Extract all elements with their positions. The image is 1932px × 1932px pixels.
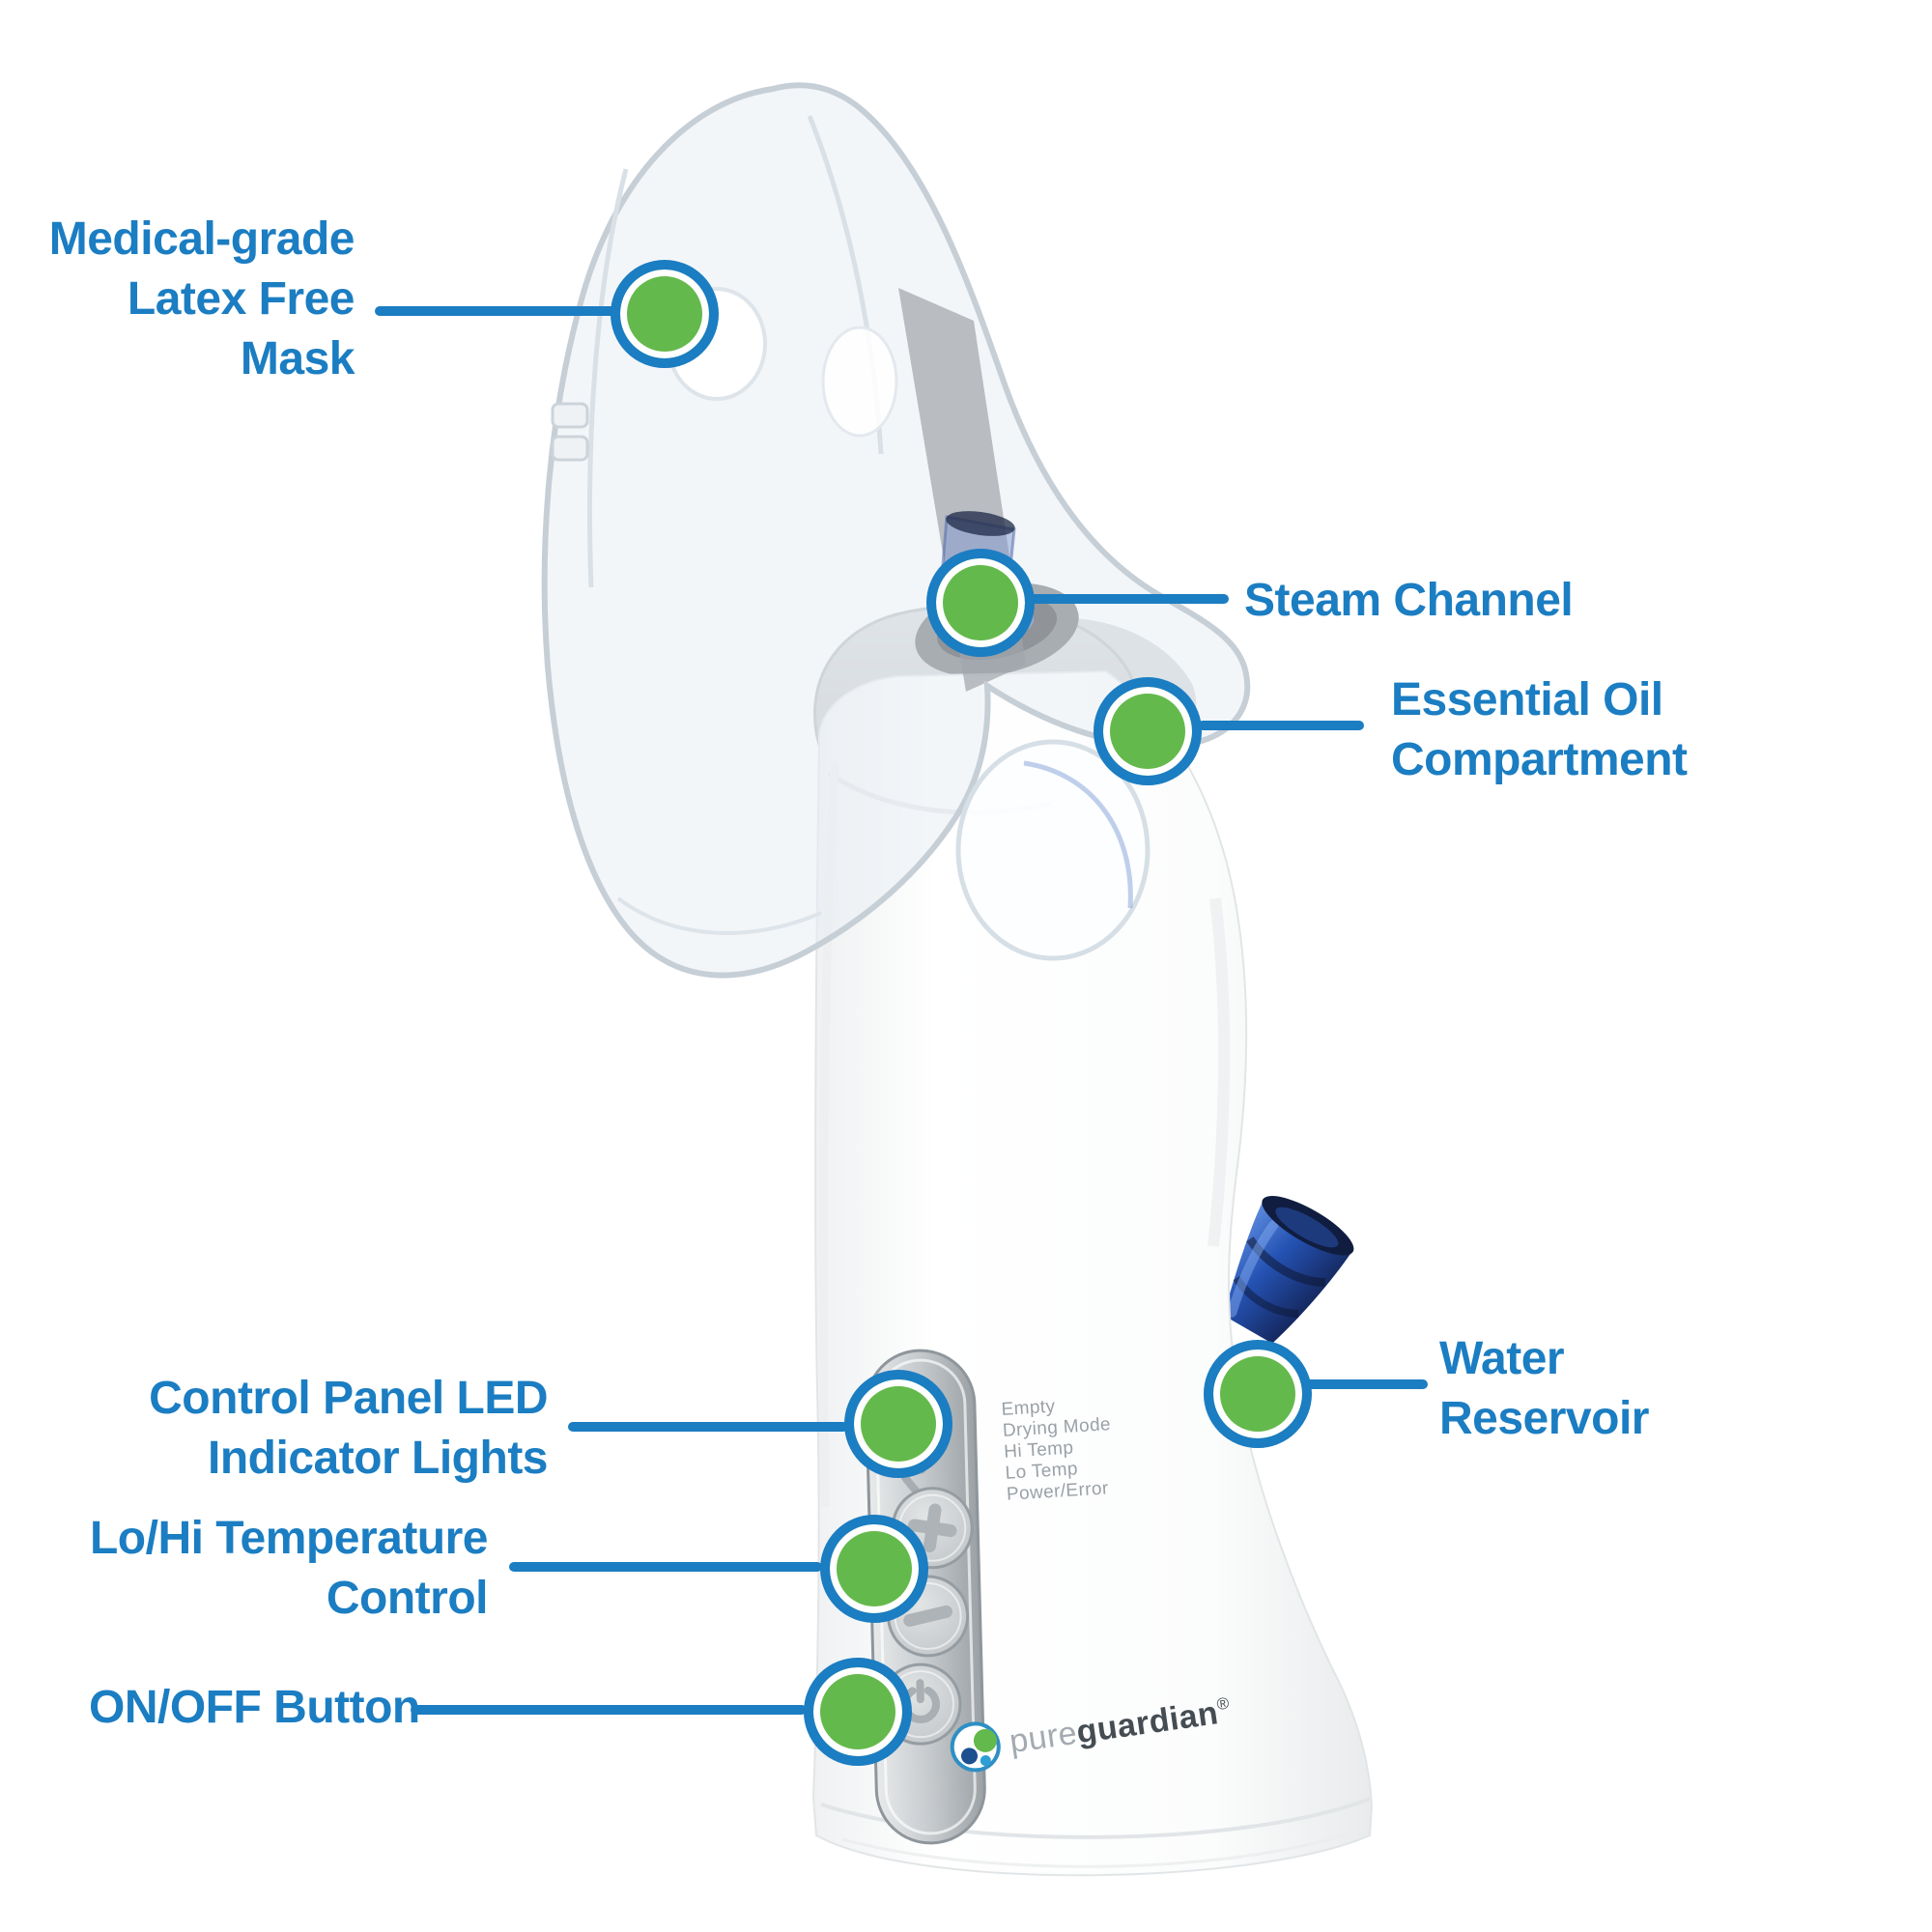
callout-line-control-leds [568,1422,848,1432]
mask-rim-line [587,168,629,588]
plus-icon [907,1503,957,1553]
callout-marker-steam-channel [926,549,1035,657]
minus-icon [903,1605,952,1627]
mask-vent-hole [821,326,898,438]
callout-marker-on-off [804,1658,912,1766]
mask-strap-slot [551,435,589,462]
callout-line-temp-control [509,1562,822,1572]
callout-label-mask: Medical-grade Latex Free Mask [48,213,355,384]
water-reservoir-spout [1223,1196,1354,1344]
callout-line-mask [375,306,621,316]
mask-chin-cup-rim [1023,760,1133,909]
mask-chin-cup [955,739,1151,961]
callout-label-essential-oil: Essential Oil Compartment [1391,674,1688,785]
mask-bottom-line [616,896,822,935]
callout-marker-control-leds [844,1370,952,1478]
logo-dot-green [972,1727,999,1754]
callout-marker-mask [611,260,719,368]
logo-dot-navy [959,1747,980,1766]
callout-marker-essential-oil [1094,677,1202,785]
callout-line-essential-oil [1198,721,1364,730]
callout-label-control-leds: Control Panel LED Indicator Lights [149,1373,548,1484]
callout-line-on-off [411,1705,807,1715]
spout-highlight [1227,1220,1279,1318]
callout-line-water-reservoir [1304,1379,1428,1389]
mask-strap-slot [551,402,589,429]
callout-line-steam-channel [1030,594,1229,604]
callout-label-water-reservoir: Water Reservoir [1439,1333,1649,1444]
callout-label-steam-channel: Steam Channel [1244,575,1574,626]
callout-label-temp-control: Lo/Hi Temperature Control [89,1513,489,1624]
callout-marker-temp-control [820,1515,928,1623]
base-seam-lower [841,1832,1351,1868]
logo-dot-cyan [980,1754,992,1767]
face-mask [541,82,1251,979]
spout-rim-inner [1275,1207,1339,1248]
body-right-shade [1208,897,1231,1247]
pureguardian-logo-icon [947,1719,1005,1776]
mask-stem-collar [946,511,1015,536]
callout-marker-water-reservoir [1204,1340,1312,1448]
control-panel-led-labels: Empty Drying Mode Hi Temp Lo Temp Power/… [1001,1393,1116,1506]
callout-label-on-off: ON/OFF Button [89,1682,420,1733]
